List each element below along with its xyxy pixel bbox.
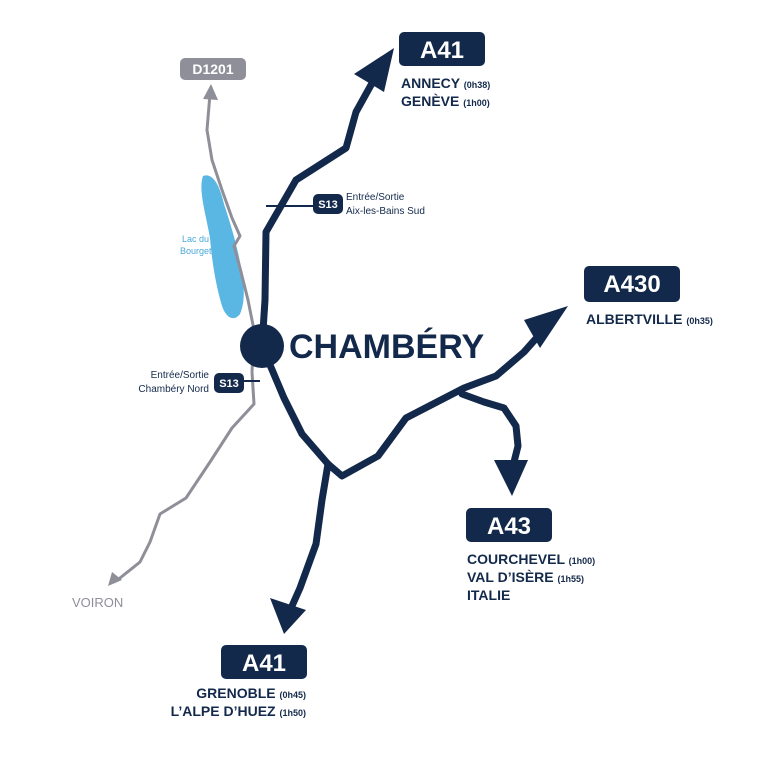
exit-aix-badge-label: S13 (318, 199, 338, 211)
lake-label-line2: Bourget (180, 246, 212, 256)
a41-south-badge-label: A41 (242, 650, 286, 677)
voiron-arrow-icon (108, 572, 122, 586)
exit-chambery-badge-label: S13 (219, 378, 239, 390)
a43-road (458, 390, 522, 466)
a41-south-arrow-icon (270, 598, 306, 634)
exit-aix-badge (313, 194, 343, 214)
d1201-road (205, 93, 256, 373)
exit-chambery-badge (214, 373, 244, 393)
a41-south-badge (221, 645, 307, 679)
a43-arrow-icon (494, 460, 528, 496)
city-label: CHAMBÉRY (289, 328, 485, 366)
d1201-badge (180, 58, 246, 80)
destination-albertville: ALBERTVILLE (0h35) (586, 311, 713, 327)
exit-aix-line2: Aix-les-Bains Sud (346, 206, 425, 217)
exit-aix-line1: Entrée/Sortie (346, 192, 405, 203)
destination-alpe-dhuez: L’ALPE D’HUEZ (1h50) (171, 703, 306, 719)
voiron-road (113, 371, 256, 584)
exit-chambery-line1: Entrée/Sortie (151, 370, 210, 381)
a41-south-road (288, 460, 332, 610)
a430-badge (584, 266, 680, 302)
d1201-badge-label: D1201 (192, 61, 233, 77)
a41-north-arrow-icon (354, 48, 394, 92)
a430-badge-label: A430 (603, 271, 660, 298)
a41-north-badge-label: A41 (420, 37, 464, 64)
chambery-city-marker (240, 324, 284, 368)
destination-italie: ITALIE (467, 587, 510, 603)
destination-grenoble: GRENOBLE (0h45) (196, 685, 306, 701)
destination-annecy: ANNECY (0h38) (401, 75, 490, 91)
trunk-road (258, 342, 332, 468)
a41-north-road (258, 72, 380, 350)
destination-val-disere: VAL D’ISÈRE (1h55) (467, 569, 584, 585)
lake-label-line1: Lac du (182, 234, 209, 244)
a430-arrow-icon (524, 306, 568, 348)
lake-du-bourget (201, 175, 244, 319)
d1201-arrow-icon (203, 84, 218, 100)
voiron-label: VOIRON (72, 595, 123, 610)
destination-geneve: GENÈVE (1h00) (401, 93, 490, 109)
a43-badge-label: A43 (487, 513, 531, 540)
a43-badge (466, 508, 552, 542)
a41-north-badge (399, 32, 485, 66)
exit-chambery-line2: Chambéry Nord (138, 384, 209, 395)
destination-courchevel: COURCHEVEL (1h00) (467, 551, 595, 567)
a430-road (324, 330, 544, 480)
